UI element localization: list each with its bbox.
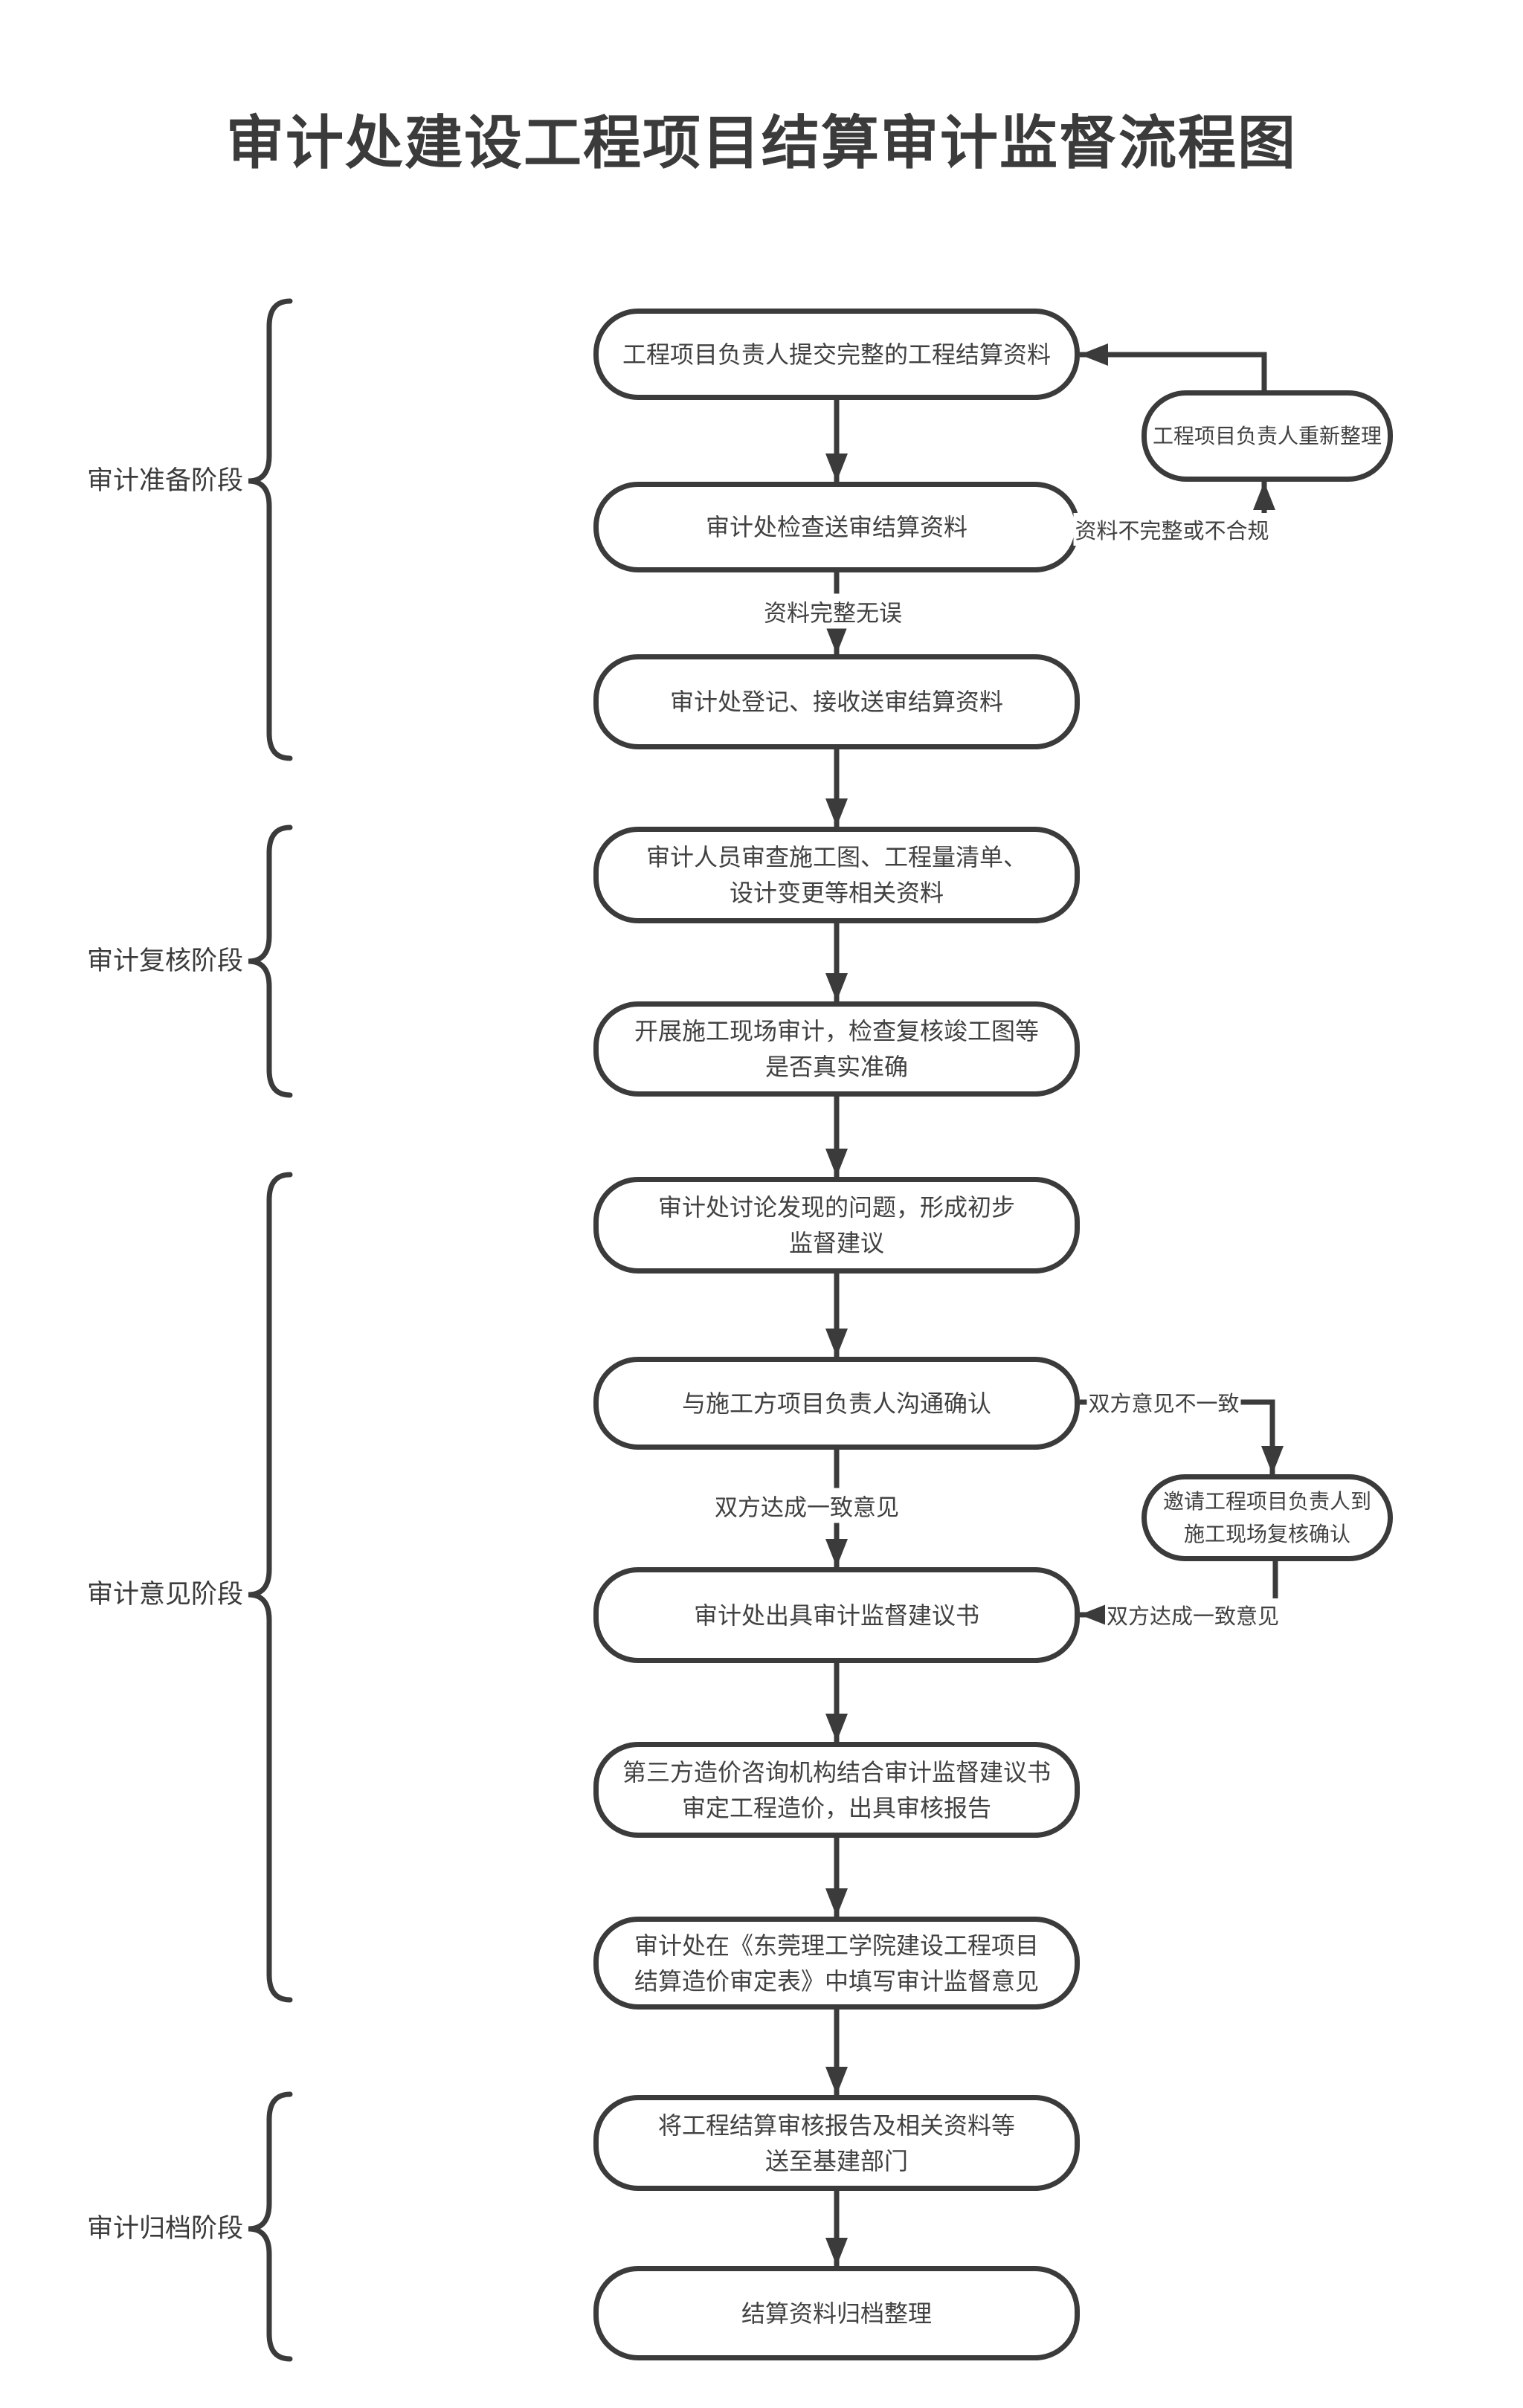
step-line: 审计处在《东莞理工学院建设工程项目 [634, 1931, 1039, 1959]
brace-opinion [248, 1172, 293, 2003]
step-line: 审定工程造价，出具审核报告 [681, 1794, 991, 1821]
phase-label-archive: 审计归档阶段 [86, 2214, 243, 2243]
page-title: 审计处建设工程项目结算审计监督流程图 [225, 110, 1297, 175]
step-third-party-review: 第三方造价咨询机构结合审计监督建议书 审定工程造价，出具审核报告 [593, 1742, 1080, 1838]
step-line: 审计人员审查施工图、工程量清单、 [645, 844, 1027, 871]
step-line: 邀请工程项目负责人到 [1162, 1489, 1371, 1513]
step-line: 与施工方项目负责人沟通确认 [681, 1389, 991, 1417]
step-reorganize-materials: 工程项目负责人重新整理 [1142, 390, 1393, 482]
phase-braces [248, 298, 293, 2362]
step-line: 结算资料归档整理 [741, 2299, 932, 2327]
step-invite-site-recheck: 邀请工程项目负责人到 施工现场复核确认 [1142, 1474, 1393, 1561]
step-discuss-issues: 审计处讨论发现的问题，形成初步 监督建议 [593, 1177, 1080, 1274]
edge-label-agreement-reached: 双方达成一致意见 [713, 1488, 901, 1523]
brace-archive [248, 2091, 293, 2362]
brace-review [248, 824, 293, 1098]
phase-label-opinion: 审计意见阶段 [86, 1580, 243, 1609]
brace-preparation [248, 298, 293, 761]
step-line: 工程项目负责人重新整理 [1152, 424, 1382, 448]
arrow-line-resubmit [1080, 343, 1267, 390]
step-submit-settlement-materials: 工程项目负责人提交完整的工程结算资料 [593, 309, 1080, 400]
step-archive-materials: 结算资料归档整理 [593, 2266, 1080, 2360]
step-line: 开展施工现场审计，检查复核竣工图等 [634, 1018, 1039, 1045]
step-site-audit: 开展施工现场审计，检查复核竣工图等 是否真实准确 [593, 1001, 1080, 1097]
phase-label-review: 审计复核阶段 [86, 946, 243, 975]
phase-label-preparation: 审计准备阶段 [86, 466, 243, 495]
step-review-drawings: 审计人员审查施工图、工程量清单、 设计变更等相关资料 [593, 827, 1080, 923]
step-line: 第三方造价咨询机构结合审计监督建议书 [622, 1758, 1051, 1786]
step-communicate-contractor: 与施工方项目负责人沟通确认 [593, 1357, 1080, 1450]
step-audit-office-check: 审计处检查送审结算资料 [593, 482, 1080, 572]
step-line: 送至基建部门 [764, 2147, 908, 2175]
step-line: 工程项目负责人提交完整的工程结算资料 [622, 340, 1051, 368]
step-line: 设计变更等相关资料 [729, 879, 944, 906]
step-line: 结算造价审定表》中填写审计监督意见 [634, 1967, 1039, 1995]
step-send-to-infrastructure-dept: 将工程结算审核报告及相关资料等 送至基建部门 [593, 2095, 1080, 2191]
step-fill-supervision-opinion: 审计处在《东莞理工学院建设工程项目 结算造价审定表》中填写审计监督意见 [593, 1917, 1080, 2010]
step-issue-supervision-letter: 审计处出具审计监督建议书 [593, 1567, 1080, 1663]
step-line: 审计处登记、接收送审结算资料 [669, 688, 1003, 715]
step-line: 审计处讨论发现的问题，形成初步 [657, 1194, 1015, 1221]
step-line: 审计处出具审计监督建议书 [693, 1601, 979, 1629]
edge-label-opinions-differ: 双方意见不一致 [1086, 1386, 1241, 1418]
step-line: 将工程结算审核报告及相关资料等 [657, 2111, 1015, 2139]
edge-label-materials-complete: 资料完整无误 [762, 593, 904, 629]
step-line: 监督建议 [788, 1230, 884, 1256]
step-line: 是否真实准确 [764, 1053, 908, 1080]
step-register-receive: 审计处登记、接收送审结算资料 [593, 654, 1080, 749]
step-line: 施工现场复核确认 [1183, 1522, 1350, 1546]
step-line: 审计处检查送审结算资料 [705, 514, 967, 540]
edge-label-materials-incomplete: 资料不完整或不合规 [1073, 513, 1271, 546]
edge-label-agreement-reached-side: 双方达成一致意见 [1104, 1598, 1281, 1631]
